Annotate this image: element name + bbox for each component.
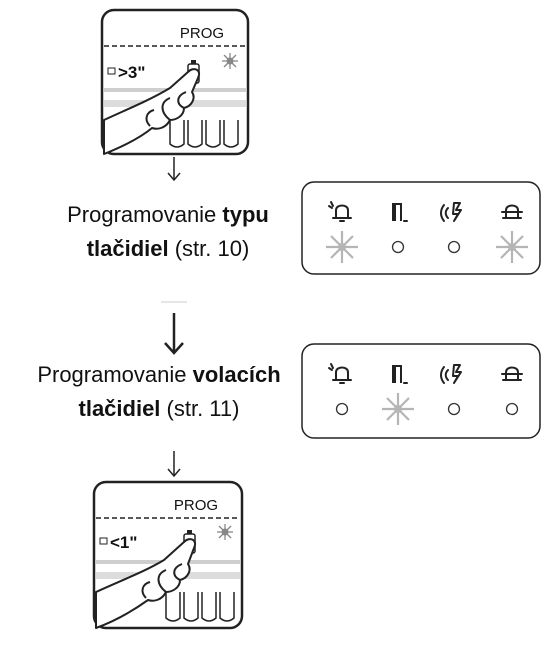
flow-arrow-3: [167, 451, 181, 478]
caption-prefix: Programovanie: [67, 202, 223, 227]
prog-led-icon: [222, 53, 238, 69]
time-label: <1": [110, 533, 137, 552]
prog-led-icon: [217, 524, 233, 540]
hand-icon: [95, 538, 196, 629]
led-panel-call-buttons: [301, 343, 541, 439]
door-icon: [392, 365, 408, 384]
prog-label: PROG: [180, 25, 224, 42]
speaker-icon: [440, 364, 462, 384]
led-lit: [326, 231, 358, 263]
flow-arrow-1: [167, 157, 181, 182]
caption-bold-1: volacích: [192, 362, 281, 387]
caption-bold-1: typu: [222, 202, 269, 227]
panel-icon-row: [328, 363, 523, 384]
led-lit: [382, 393, 414, 425]
caption-bold-2: tlačidiel: [78, 396, 161, 421]
bell-icon: [328, 363, 352, 384]
led-panel-button-type: [301, 181, 541, 275]
time-label: >3": [118, 63, 145, 82]
step-caption-call-buttons: Programovanie volacích tlačidiel (str. 1…: [4, 358, 314, 426]
led-off: [447, 402, 461, 416]
led-off: [391, 240, 405, 254]
prog-device-short-press: PROG <1": [92, 480, 244, 630]
bell-off-icon: [501, 204, 523, 219]
caption-bold-2: tlačidiel: [86, 236, 169, 261]
panel-icon-row: [328, 201, 523, 222]
hand-icon: [103, 68, 200, 155]
panel-led-row: [326, 231, 528, 263]
bell-off-icon: [501, 366, 523, 381]
step-caption-button-type: Programovanie typu tlačidiel (str. 10): [18, 198, 318, 266]
panel-led-row: [335, 393, 519, 425]
flow-arrow-2: [161, 301, 187, 355]
caption-prefix: Programovanie: [37, 362, 193, 387]
speaker-icon: [440, 202, 462, 222]
led-off: [447, 240, 461, 254]
door-icon: [392, 203, 408, 222]
led-off: [335, 402, 349, 416]
caption-suffix: (str. 10): [168, 236, 250, 261]
led-off: [505, 402, 519, 416]
caption-suffix: (str. 11): [160, 396, 240, 421]
prog-label: PROG: [174, 497, 218, 514]
bell-icon: [328, 201, 352, 222]
led-lit: [496, 231, 528, 263]
prog-device-long-press: PROG >3": [100, 8, 250, 156]
